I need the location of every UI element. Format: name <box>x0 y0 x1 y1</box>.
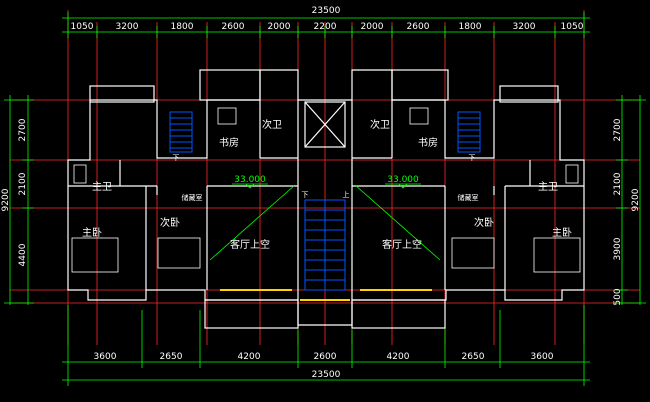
room-label-storage-right: 储藏室 <box>458 193 479 202</box>
dimension-lines <box>4 12 646 386</box>
desk-icon <box>409 107 429 125</box>
dim-bottom-segment: 4200 <box>387 352 410 362</box>
bay-left <box>89 85 155 103</box>
dim-bottom-overall: 23500 <box>312 370 341 380</box>
bed-icon <box>157 237 201 269</box>
dim-top-segment: 2000 <box>268 22 291 32</box>
room-label-living-void-left: 客厅上空 <box>230 238 270 251</box>
elevator-cross <box>304 101 346 148</box>
elevation-label-right: 33.000 <box>387 175 419 185</box>
dim-ticks-left <box>4 99 34 304</box>
room-label-second-bedroom-right: 次卧 <box>474 216 494 229</box>
elevation-mark-left <box>232 183 268 189</box>
elevation-label-left: 33.000 <box>234 175 266 185</box>
stair-label-down-right: 下 <box>469 154 476 162</box>
dim-right-segment: 2700 <box>613 118 623 141</box>
dim-top-segment: 1050 <box>71 22 94 32</box>
inner-walls-right <box>351 100 584 300</box>
dim-top-segment: 2000 <box>361 22 384 32</box>
stair-label-up-core: 上 <box>343 190 350 199</box>
room-label-living-void-right: 客厅上空 <box>382 238 422 251</box>
dim-top-segment: 2200 <box>314 22 337 32</box>
void-diagonal <box>354 184 441 261</box>
stair-treads-right <box>458 117 480 149</box>
dim-left-segment: 4400 <box>18 243 28 266</box>
dim-bottom-segment: 2600 <box>314 352 337 362</box>
bed-icon <box>451 237 495 269</box>
dim-ticks-bottom <box>67 356 585 386</box>
stair-right <box>457 111 481 153</box>
bay-right <box>499 85 559 103</box>
stair-label-down-core: 下 <box>302 191 309 199</box>
dim-ticks-top <box>67 12 585 38</box>
dim-bottom-segment: 2650 <box>462 352 485 362</box>
room-label-master-bath-left: 主卫 <box>92 181 112 193</box>
dim-ticks-right <box>616 99 646 304</box>
bathtub-icon <box>565 164 579 184</box>
dim-left-overall: 9200 <box>1 188 11 211</box>
room-label-master-bedroom-left: 主卧 <box>82 226 102 239</box>
dim-bottom-segment: 4200 <box>238 352 261 362</box>
desk-icon <box>217 107 237 125</box>
bottom-bay-left <box>204 299 299 329</box>
stair-left <box>169 111 193 153</box>
room-label-master-bedroom-right: 主卧 <box>552 226 572 239</box>
dim-top-segment: 3200 <box>513 22 536 32</box>
elevator-shaft <box>304 101 346 148</box>
dim-top-segment: 3200 <box>116 22 139 32</box>
dim-right-segment: 2100 <box>613 172 623 195</box>
axis-lines <box>10 10 640 345</box>
dim-top-segment: 1050 <box>561 22 584 32</box>
elevation-mark-right <box>385 183 421 189</box>
room-label-study-left: 书房 <box>219 136 239 149</box>
dim-bottom-segment: 3600 <box>531 352 554 362</box>
dim-top-segment: 1800 <box>459 22 482 32</box>
dim-top-segment: 2600 <box>407 22 430 32</box>
balcony-left <box>199 69 261 101</box>
balcony-right <box>391 69 449 101</box>
dim-extension-bottom <box>67 305 585 356</box>
stairs <box>169 111 481 291</box>
dim-right-segment: 3900 <box>613 237 623 260</box>
furniture <box>71 107 581 273</box>
bathtub-icon <box>73 164 87 184</box>
dim-left-segment: 2100 <box>18 172 28 195</box>
dim-left-segment: 2700 <box>18 118 28 141</box>
dim-bottom-segment: 2650 <box>160 352 183 362</box>
dim-top-overall: 23500 <box>312 6 341 16</box>
bottom-bay-right <box>351 299 446 329</box>
walls <box>67 69 585 329</box>
stair-treads-left <box>170 117 192 149</box>
void-lines <box>209 184 441 261</box>
room-label-study-right: 书房 <box>418 136 438 149</box>
room-label-storage-left: 储藏室 <box>182 193 203 202</box>
stair-label-down-left: 下 <box>173 154 180 162</box>
windows <box>220 289 432 301</box>
room-label-master-bath-right: 主卫 <box>538 181 558 193</box>
bed-icon <box>71 237 119 273</box>
dim-right-segment: 500 <box>613 288 623 305</box>
bed-icon <box>533 237 581 273</box>
void-diagonal <box>209 184 296 261</box>
dim-top-segment: 2600 <box>222 22 245 32</box>
dim-right-overall: 9200 <box>631 188 641 211</box>
dim-top-segment: 1800 <box>171 22 194 32</box>
room-label-second-bath-left: 次卫 <box>262 118 282 131</box>
room-label-second-bath-right: 次卫 <box>370 118 390 131</box>
room-label-second-bedroom-left: 次卧 <box>160 216 180 229</box>
dim-bottom-segment: 3600 <box>94 352 117 362</box>
